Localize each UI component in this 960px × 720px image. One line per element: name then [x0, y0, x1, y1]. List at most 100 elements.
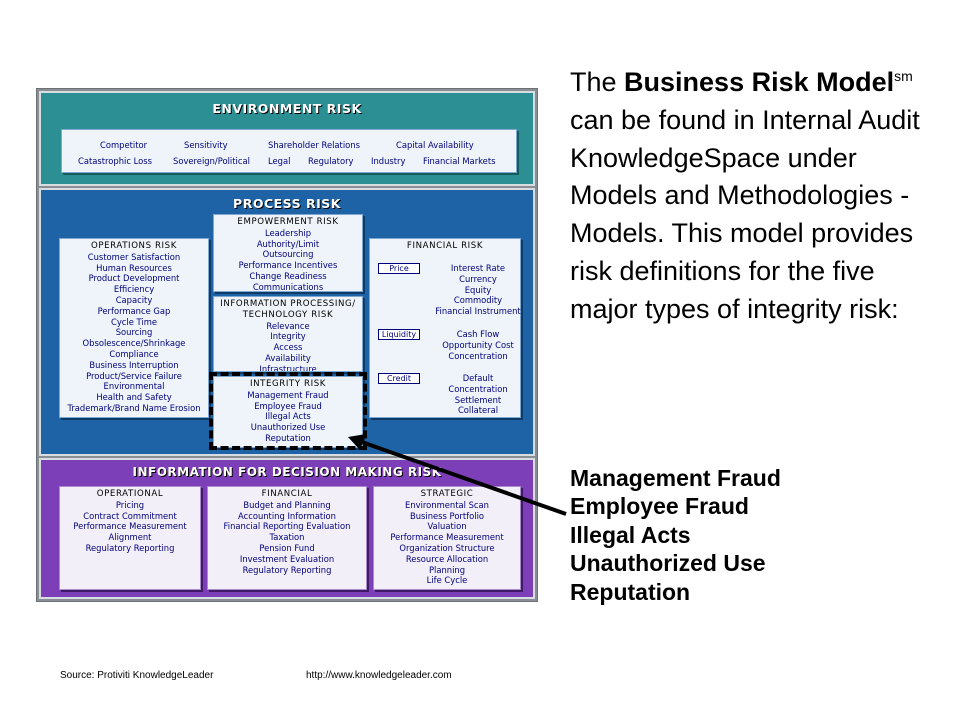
- operations-risk-item: Business Interruption: [89, 359, 179, 370]
- decision-financial-title: FINANCIAL: [261, 489, 313, 499]
- financial-risk-item: Equity: [464, 284, 492, 295]
- env-item: Sovereign/Political: [173, 156, 250, 166]
- operations-risk-item: Customer Satisfaction: [87, 251, 181, 262]
- operational-box: OPERATIONAL Pricing Contract Commitment …: [59, 486, 201, 590]
- operations-risk-item: Product Development: [88, 273, 180, 284]
- strategic-box: STRATEGIC Environmental Scan Business Po…: [373, 486, 521, 590]
- description-text: The Business Risk Modelsm can be found i…: [570, 64, 942, 329]
- liquidity-label: Liquidity: [378, 329, 420, 340]
- decision-financial-item: Regulatory Reporting: [242, 564, 332, 575]
- decision-financial-item: Taxation: [269, 532, 305, 543]
- process-risk-band: PROCESS RISK OPERATIONS RISK Customer Sa…: [39, 188, 535, 456]
- financial-risk-item: Default: [462, 373, 494, 383]
- risk-list-item: Illegal Acts: [570, 521, 691, 548]
- strategic-item: Valuation: [427, 521, 467, 532]
- information-processing-title: INFORMATION PROCESSING/: [220, 299, 356, 309]
- financial-risk-item: Settlement: [454, 394, 502, 405]
- decision-financial-item: Financial Reporting Evaluation: [223, 521, 351, 532]
- source-url: http://www.knowledgeleader.com: [306, 670, 452, 681]
- env-item: Competitor: [100, 140, 148, 150]
- credit-label: Credit: [378, 373, 420, 384]
- env-item: Sensitivity: [184, 140, 228, 150]
- operational-title: OPERATIONAL: [96, 489, 164, 499]
- risk-list-item: Employee Fraud: [570, 493, 749, 520]
- operational-item: Contract Commitment: [83, 510, 177, 521]
- operations-risk-title: OPERATIONS RISK: [91, 241, 177, 251]
- decision-financial-box: FINANCIAL Budget and Planning Accounting…: [207, 486, 367, 590]
- info-processing-item: Infrastructure: [259, 363, 317, 372]
- decision-making-risk-band: INFORMATION FOR DECISION MAKING RISK OPE…: [39, 458, 535, 599]
- price-items: Interest Rate Currency Equity Commodity …: [432, 263, 524, 317]
- operations-risk-item: Trademark/Brand Name Erosion: [67, 402, 201, 413]
- risk-list-item: Management Fraud: [570, 465, 781, 491]
- env-item: Capital Availability: [396, 140, 474, 150]
- operational-item: Alignment: [108, 532, 152, 543]
- description-rest: can be found in Internal Audit Knowledge…: [570, 104, 920, 324]
- empowerment-risk-item: Performance Incentives: [238, 260, 338, 271]
- integrity-risk-list: Management Fraud Employee Fraud Illegal …: [570, 464, 930, 606]
- integrity-risk-highlight: [209, 372, 367, 450]
- empowerment-risk-item: Communications: [252, 281, 324, 292]
- decision-making-risk-title: INFORMATION FOR DECISION MAKING RISK: [132, 465, 442, 479]
- operational-item: Pricing: [115, 499, 145, 510]
- empowerment-risk-item: Change Readiness: [249, 270, 327, 281]
- env-item: Industry: [371, 156, 406, 166]
- description-bold: Business Risk Model: [624, 67, 895, 97]
- integrity-risk-item: Unauthorized Use: [250, 422, 326, 433]
- financial-risk-box: FINANCIAL RISK Price Interest Rate Curre…: [369, 238, 521, 418]
- strategic-item: Resource Allocation: [405, 553, 489, 564]
- environment-risk-title: ENVIRONMENT RISK: [212, 101, 362, 116]
- technology-risk-title: TECHNOLOGY RISK: [242, 309, 334, 320]
- strategic-item: Performance Measurement: [390, 532, 504, 543]
- operations-risk-item: Compliance: [109, 348, 159, 359]
- risk-list-item: Reputation: [570, 578, 691, 605]
- info-processing-item: Relevance: [266, 320, 310, 331]
- financial-risk-title: FINANCIAL RISK: [406, 241, 484, 251]
- strategic-item: Environmental Scan: [405, 499, 489, 510]
- empowerment-risk-title: EMPOWERMENT RISK: [237, 217, 339, 227]
- integrity-risk-item: Management Fraud: [247, 389, 329, 400]
- source-credit: Source: Protiviti KnowledgeLeader: [60, 670, 214, 681]
- financial-risk-item: Opportunity Cost: [442, 339, 514, 350]
- business-risk-model-diagram: ENVIRONMENT RISK Competitor Sensitivity …: [36, 88, 538, 602]
- info-processing-item: Availability: [265, 352, 311, 363]
- strategic-item: Business Portfolio: [409, 510, 485, 521]
- financial-risk-item: Interest Rate: [450, 263, 506, 273]
- description-prefix: The: [570, 67, 625, 97]
- financial-risk-item: Currency: [459, 273, 497, 284]
- environment-risk-band: ENVIRONMENT RISK Competitor Sensitivity …: [39, 91, 535, 186]
- financial-risk-item: Concentration: [448, 350, 508, 361]
- environment-row-2: Catastrophic Loss Sovereign/Political Le…: [62, 156, 516, 168]
- strategic-item: Life Cycle: [426, 575, 468, 586]
- empowerment-risk-box: EMPOWERMENT RISK Leadership Authority/Li…: [213, 214, 363, 292]
- operations-risk-item: Health and Safety: [96, 392, 172, 403]
- empowerment-risk-item: Authority/Limit: [256, 238, 320, 249]
- operations-risk-item: Sourcing: [115, 327, 153, 338]
- env-item: Financial Markets: [423, 156, 496, 166]
- operations-risk-item: Capacity: [115, 294, 153, 305]
- price-label: Price: [378, 263, 420, 274]
- decision-financial-item: Accounting Information: [238, 510, 336, 521]
- integrity-risk-item: Illegal Acts: [265, 411, 311, 422]
- strategic-item: Organization Structure: [399, 542, 495, 553]
- financial-risk-item: Collateral: [457, 405, 499, 416]
- integrity-risk-item: Employee Fraud: [254, 400, 322, 411]
- env-item: Catastrophic Loss: [78, 156, 153, 166]
- credit-items: Default Concentration Settlement Collate…: [432, 373, 524, 416]
- env-item: Regulatory: [308, 156, 354, 166]
- integrity-risk-box: INTEGRITY RISK Management Fraud Employee…: [213, 376, 363, 448]
- operational-item: Performance Measurement: [73, 521, 187, 532]
- strategic-title: STRATEGIC: [420, 489, 474, 499]
- decision-financial-item: Budget and Planning: [243, 499, 331, 510]
- operations-risk-box: OPERATIONS RISK Customer Satisfaction Hu…: [59, 238, 209, 418]
- env-item: Legal: [268, 156, 291, 166]
- financial-risk-item: Commodity: [453, 295, 503, 306]
- operations-risk-item: Obsolescence/Shrinkage: [82, 338, 186, 349]
- liquidity-items: Cash Flow Opportunity Cost Concentration: [432, 329, 524, 361]
- operations-risk-item: Performance Gap: [97, 305, 171, 316]
- financial-risk-item: Cash Flow: [456, 329, 500, 339]
- decision-financial-item: Investment Evaluation: [239, 553, 335, 564]
- operations-risk-item: Human Resources: [96, 262, 172, 273]
- env-item: Shareholder Relations: [268, 140, 360, 150]
- operations-risk-item: Efficiency: [113, 284, 155, 295]
